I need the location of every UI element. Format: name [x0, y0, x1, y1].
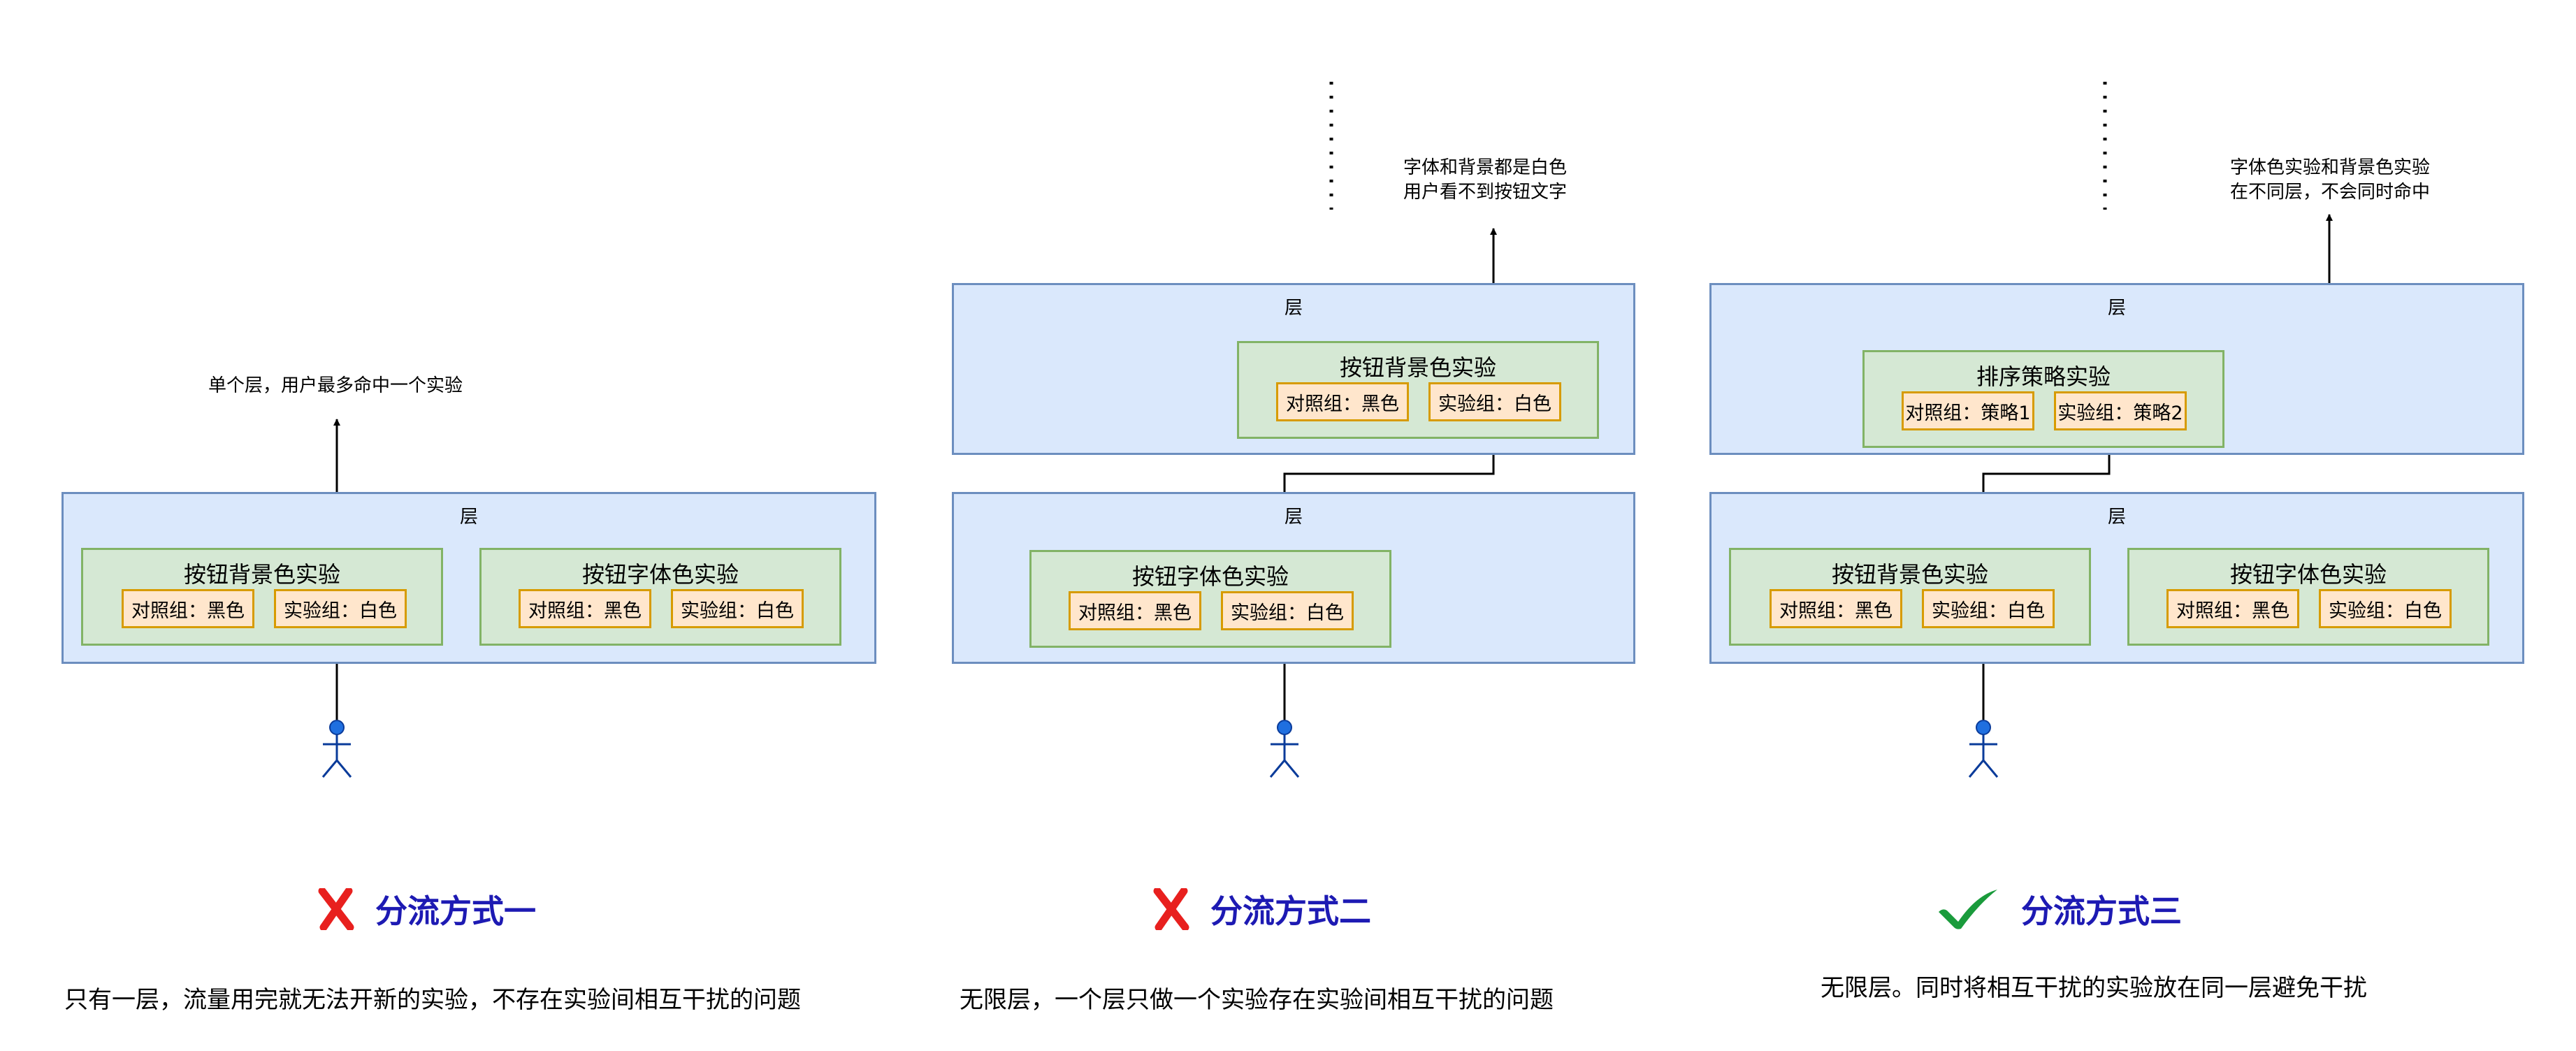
d2-exp-bg-color: 按钮背景色实验 对照组：黑色 实验组：白色 — [1237, 341, 1599, 439]
treatment-group: 实验组：白色 — [1221, 591, 1354, 630]
control-group: 对照组：黑色 — [1770, 589, 1902, 628]
treatment-group: 实验组：白色 — [274, 589, 407, 628]
d2-note: 字体和背景都是白色 用户看不到按钮文字 — [1403, 157, 1567, 203]
d3-description: 无限层。同时将相互干扰的实验放在同一层避免干扰 — [1821, 974, 2367, 1002]
treatment-group: 实验组：策略2 — [2054, 391, 2187, 430]
experiment-title: 按钮背景色实验 — [183, 561, 340, 588]
d1-exp-font-color: 按钮字体色实验 对照组：黑色 实验组：白色 — [479, 548, 841, 646]
control-group: 对照组：策略1 — [1902, 391, 2034, 430]
d2-exp-font-color: 按钮字体色实验 对照组：黑色 实验组：白色 — [1029, 550, 1391, 648]
treatment-group: 实验组：白色 — [1922, 589, 2055, 628]
d1-user-figure — [321, 720, 352, 778]
experiment-title: 按钮背景色实验 — [1339, 354, 1496, 381]
layer-label: 层 — [1284, 507, 1303, 528]
treatment-group: 实验组：白色 — [2319, 589, 2452, 628]
d1-exp-bg-color: 按钮背景色实验 对照组：黑色 实验组：白色 — [81, 548, 443, 646]
d3-exp-sort-strategy: 排序策略实验 对照组：策略1 实验组：策略2 — [1862, 350, 2224, 448]
d3-exp-font-color: 按钮字体色实验 对照组：黑色 实验组：白色 — [2127, 548, 2489, 646]
d3-method-heading: 分流方式三 — [1936, 886, 2182, 932]
d2-layer-top: 层 按钮背景色实验 对照组：黑色 实验组：白色 — [952, 283, 1635, 455]
d2-description: 无限层，一个层只做一个实验存在实验间相互干扰的问题 — [960, 986, 1554, 1014]
layer-label: 层 — [459, 507, 478, 528]
layer-label: 层 — [2107, 298, 2126, 319]
control-group: 对照组：黑色 — [122, 589, 254, 628]
d2-user-figure — [1269, 720, 1300, 778]
d3-note: 字体色实验和背景色实验 在不同层，不会同时命中 — [2229, 157, 2430, 203]
experiment-title: 按钮字体色实验 — [581, 561, 739, 588]
layer-label: 层 — [2107, 507, 2126, 528]
d2-method-heading: 分流方式二 — [1153, 886, 1371, 932]
method-title: 分流方式三 — [2021, 892, 2182, 930]
treatment-group: 实验组：白色 — [1428, 382, 1561, 421]
x-mark-icon — [318, 888, 354, 930]
d3-layer-top: 层 排序策略实验 对照组：策略1 实验组：策略2 — [1709, 283, 2524, 455]
method-title: 分流方式二 — [1210, 892, 1371, 930]
d1-description: 只有一层，流量用完就无法开新的实验，不存在实验间相互干扰的问题 — [64, 986, 801, 1014]
layer-label: 层 — [1284, 298, 1303, 319]
d3-layer-bottom: 层 按钮背景色实验 对照组：黑色 实验组：白色 按钮字体色实验 对照组：黑色 实… — [1709, 492, 2524, 664]
experiment-title: 按钮字体色实验 — [1131, 563, 1289, 590]
treatment-group: 实验组：白色 — [671, 589, 804, 628]
control-group: 对照组：黑色 — [2166, 589, 2299, 628]
experiment-title: 按钮字体色实验 — [2229, 561, 2387, 588]
x-mark-icon — [1153, 888, 1189, 930]
d3-user-figure — [1968, 720, 1999, 778]
d1-note: 单个层，用户最多命中一个实验 — [208, 375, 463, 396]
method-title: 分流方式一 — [375, 892, 536, 930]
control-group: 对照组：黑色 — [519, 589, 651, 628]
experiment-title: 排序策略实验 — [1976, 363, 2111, 390]
d3-exp-bg-color: 按钮背景色实验 对照组：黑色 实验组：白色 — [1729, 548, 2091, 646]
check-mark-icon — [1936, 887, 2000, 932]
control-group: 对照组：黑色 — [1276, 382, 1409, 421]
d2-layer-bottom: 层 按钮字体色实验 对照组：黑色 实验组：白色 — [952, 492, 1635, 664]
experiment-title: 按钮背景色实验 — [1831, 561, 1988, 588]
d1-layer: 层 按钮背景色实验 对照组：黑色 实验组：白色 按钮字体色实验 对照组：黑色 实… — [61, 492, 876, 664]
d1-method-heading: 分流方式一 — [318, 886, 536, 932]
control-group: 对照组：黑色 — [1069, 591, 1201, 630]
